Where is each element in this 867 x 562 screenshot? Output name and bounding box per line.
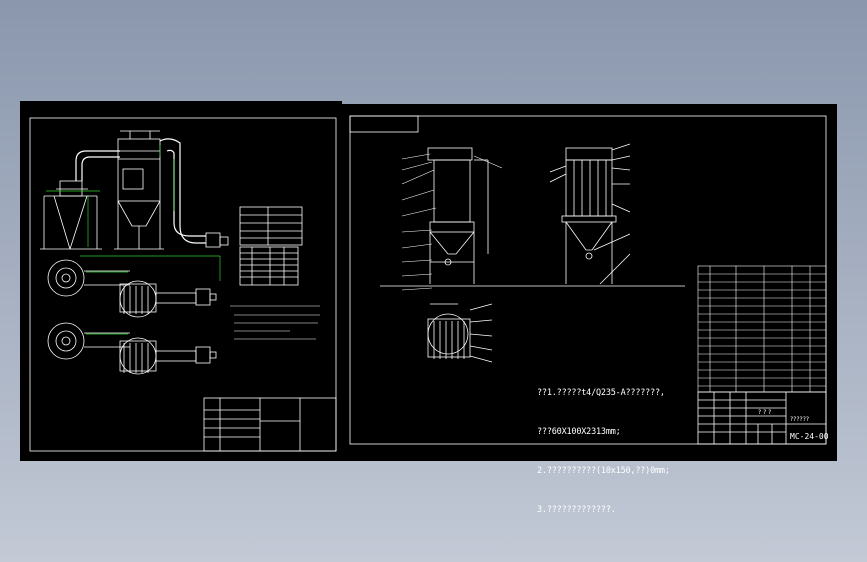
plan-view-upper	[47, 259, 217, 318]
corner-stamp	[349, 115, 419, 133]
title-block-scale: ??????	[790, 416, 810, 423]
fan-elevation	[205, 232, 229, 248]
technical-notes: ??1.?????t4/Q235-A???????, ???60X100X231…	[537, 361, 670, 543]
drawing-number: MC-24-00	[790, 432, 829, 441]
drawing-sheet-left	[20, 101, 342, 461]
filter-front-elevation	[549, 143, 631, 285]
drawing-sheet-right: ??1.?????t4/Q235-A???????, ???60X100X231…	[340, 104, 837, 515]
connecting-duct	[75, 138, 206, 244]
left-title-block	[203, 397, 337, 452]
leader-lines-left	[401, 153, 503, 291]
note-line-4: 3.?????????????.	[537, 505, 616, 515]
left-notes-lines	[230, 305, 320, 340]
note-line-2: ???60X100X2313mm;	[537, 427, 621, 437]
filter-side-elevation	[380, 147, 685, 287]
plan-view-lower	[47, 322, 217, 375]
dimension-lines	[46, 145, 221, 335]
parts-table	[239, 206, 303, 286]
note-line-3: 2.??????????(10x150,??)0mm;	[537, 466, 670, 476]
bill-of-materials	[697, 265, 827, 393]
right-sheet-drawing	[349, 115, 827, 445]
note-line-1: ??1.?????t4/Q235-A???????,	[537, 388, 665, 398]
right-title-block	[697, 391, 827, 445]
left-sheet-drawing	[29, 117, 337, 452]
bag-filter-unit	[114, 130, 164, 250]
title-block-mark: ? ? ?	[758, 409, 772, 416]
inner-border	[29, 117, 337, 452]
filter-plan-view	[427, 303, 493, 363]
